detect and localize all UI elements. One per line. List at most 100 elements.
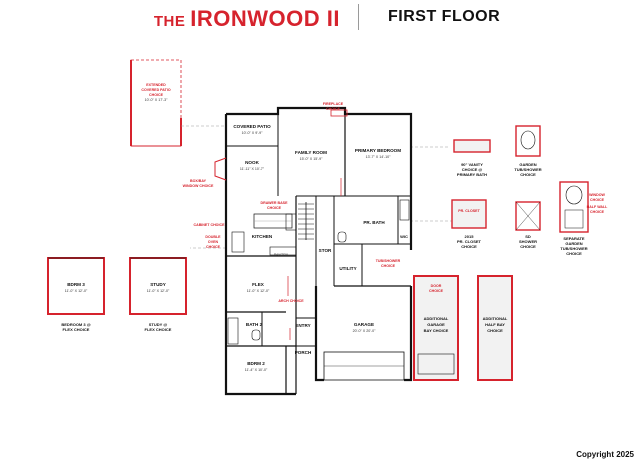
room-wic: WIC (400, 234, 408, 239)
callout-tub-2: CHOICE (381, 264, 396, 268)
sd-shower-label-2: SHOWER (519, 239, 537, 244)
plan-callouts: FIREPLACE CHOICE BOX/BAY WINDOW CHOICE D… (183, 102, 401, 303)
stairs (298, 202, 314, 240)
garden-tub-label-1: GARDEN (519, 162, 536, 167)
choice-markers (287, 178, 342, 340)
callout-drawer-2: CHOICE (267, 206, 282, 210)
header-divider (358, 4, 359, 30)
option-add-half-bay: ADDITIONAL HALF BAY CHOICE (477, 275, 513, 381)
callout-fireplace-1: FIREPLACE (323, 102, 344, 106)
vanity-label-1: 90" VANITY (461, 162, 483, 167)
room-pr-bath: PR. BATH (363, 220, 385, 225)
half-wall-2: CHOICE (590, 210, 605, 214)
room-entry: ENTRY (295, 323, 310, 328)
study-room: STUDY (150, 282, 166, 287)
pr-closet-room: PR. CLOSET (458, 209, 480, 213)
bdrm3-label-1: BEDROOM 3 @ (61, 322, 90, 327)
room-garage: GARAGE (354, 322, 374, 327)
room-bdrm2-dims: 11'-4" X 10'-0" (245, 368, 268, 372)
dashed-guides (181, 125, 470, 249)
ext-patio-dims: 10'-0" X 17'-3" (145, 98, 168, 102)
window-choice-1: WINDOW (589, 193, 605, 197)
callout-dw-2: OVEN (208, 240, 219, 244)
bdrm3-label-2: FLEX CHOICE (63, 327, 90, 332)
add-half-bay-1: ADDITIONAL (483, 316, 508, 321)
sep-garden-label-1: SEPARATE (563, 236, 585, 241)
room-nook-dims: 11'-11" X 10'-7" (240, 167, 265, 171)
plan-title-prefix: THE (153, 13, 186, 30)
callout-tub-1: TUB/SHOWER (376, 259, 401, 263)
pr-bath-toilet (337, 231, 347, 243)
sep-garden-label-4: CHOICE (566, 251, 582, 256)
window-choice-2: CHOICE (590, 198, 605, 202)
plan-title-name: IRONWOOD II (190, 6, 340, 31)
pr-bath-tub (399, 199, 410, 221)
garage-door-choice-1: DOOR (431, 284, 442, 288)
option-sd-shower: SD SHOWER CHOICE (515, 201, 541, 249)
ext-patio-line1: EXTENDED (146, 83, 166, 87)
callout-drawer-1: DRAWER BASE (261, 201, 289, 205)
add-garage-label-3: BAY CHOICE (424, 328, 449, 333)
callout-flex-door: ARCH CHOICE (278, 299, 304, 303)
bay-window (214, 157, 227, 181)
plan-title: THE IRONWOOD II (154, 6, 340, 32)
room-stor: STOR (319, 248, 332, 253)
callout-dw-1: DOUBLE (205, 235, 221, 239)
room-garage-dims: 20'-0" X 20'-0" (353, 329, 376, 333)
pr-closet-label-1: 2015 (465, 234, 475, 239)
sep-garden-label-2: GARDEN (565, 241, 582, 246)
callout-pantry: PANTRY (274, 253, 289, 257)
callout-cabinet: CABINET CHOICE (194, 223, 226, 227)
option-study: STUDY 11'-0" X 12'-0" STUDY @ FLEX CHOIC… (129, 257, 187, 332)
room-family-dims: 15'-0" X 15'-9" (300, 157, 323, 161)
room-flex: FLEX (252, 282, 265, 287)
option-vanity: 90" VANITY CHOICE @ PRIMARY BATH (453, 139, 491, 177)
room-covered-patio: COVERED PATIO (233, 124, 271, 129)
room-flex-dims: 11'-0" X 12'-0" (247, 289, 270, 293)
option-pr-closet: PR. CLOSET 2015 PR. CLOSET CHOICE (451, 199, 487, 249)
option-add-garage-bay: DOOR CHOICE ADDITIONAL GARAGE BAY CHOICE (413, 275, 459, 381)
room-family: FAMILY ROOM (295, 150, 327, 155)
bdrm3-dims: 11'-0" X 12'-0" (65, 289, 88, 293)
vanity-label-3: PRIMARY BATH (457, 172, 487, 177)
sd-shower-label-3: CHOICE (520, 244, 536, 249)
add-garage-label-2: GARAGE (427, 322, 445, 327)
study-dims: 11'-0" X 12'-0" (147, 289, 170, 293)
bath2-tub (227, 317, 239, 345)
callout-bay-2: WINDOW CHOICE (183, 184, 214, 188)
floor-title: FIRST FLOOR (388, 8, 501, 25)
fireplace-box (330, 109, 348, 117)
kitchen-fixtures (231, 213, 297, 256)
study-label-2: FLEX CHOICE (145, 327, 172, 332)
option-bdrm3: BDRM 3 11'-0" X 12'-0" BEDROOM 3 @ FLEX … (47, 257, 105, 332)
half-wall-1: HALF WALL (587, 205, 609, 209)
pr-closet-label-2: PR. CLOSET (457, 239, 482, 244)
room-bath2: BATH 2 (246, 322, 263, 327)
garden-tub-label-3: CHOICE (520, 172, 536, 177)
room-nook: NOOK (245, 160, 259, 165)
pr-closet-label-3: CHOICE (461, 244, 477, 249)
option-garden-tub: GARDEN TUB/SHOWER CHOICE (514, 125, 542, 177)
room-kitchen: KITCHEN (252, 234, 273, 239)
ext-patio-line2: COVERED PATIO (141, 88, 170, 92)
garage-door-choice-2: CHOICE (429, 289, 444, 293)
house-walls (224, 106, 413, 396)
add-half-bay-2: HALF BAY (485, 322, 505, 327)
copyright: Copyright 2025 (576, 450, 634, 459)
option-sep-garden: SEPARATE GARDEN TUB/SHOWER CHOICE WINDOW… (559, 181, 609, 256)
study-label-1: STUDY @ (149, 322, 168, 327)
room-bdrm2: BDRM 2 (247, 361, 265, 366)
header: THE IRONWOOD II FIRST FLOOR (0, 0, 640, 38)
room-labels: COVERED PATIO 10'-0" X 9'-9" NOOK 11'-11… (233, 124, 408, 372)
room-primary-bedroom: PRIMARY BEDROOM (355, 148, 401, 153)
callout-dw-3: CHOICE (206, 245, 221, 249)
room-covered-patio-dims: 10'-0" X 9'-9" (242, 131, 263, 135)
callout-bay-1: BOX/BAY (190, 179, 207, 183)
vanity-label-2: CHOICE @ (462, 167, 483, 172)
room-primary-bedroom-dims: 13'-7" X 14'-10" (366, 155, 391, 159)
room-utility: UTILITY (339, 266, 356, 271)
room-porch: PORCH (295, 350, 312, 355)
option-extended-patio: EXTENDED COVERED PATIO CHOICE 10'-0" X 1… (130, 59, 182, 147)
sd-shower-label-1: SD (525, 234, 531, 239)
